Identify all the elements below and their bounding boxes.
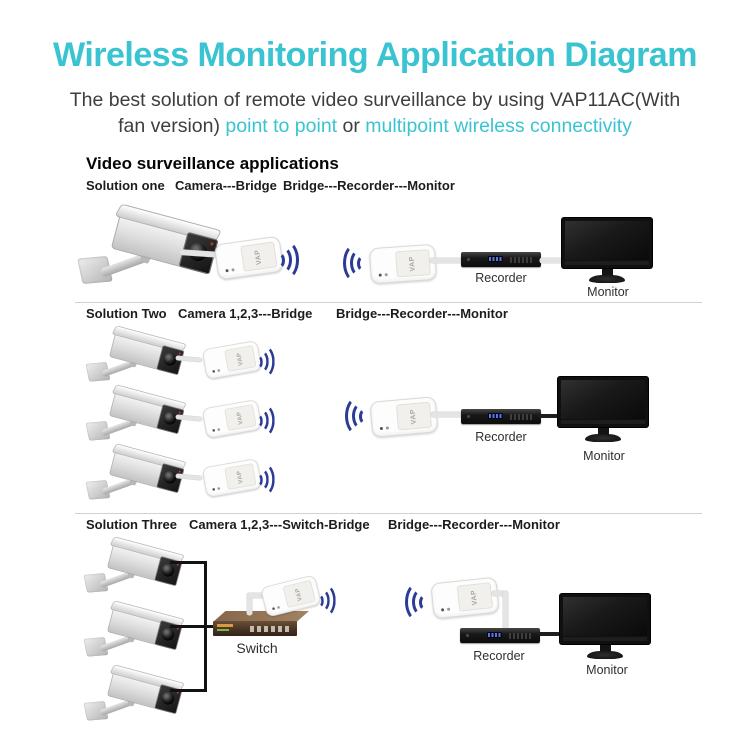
wifi-signal-icon bbox=[405, 580, 432, 622]
recorder-label: Recorder bbox=[473, 649, 525, 663]
wifi-signal-icon bbox=[252, 402, 275, 438]
switch-icon bbox=[213, 611, 309, 638]
cable bbox=[247, 593, 252, 615]
monitor-screen bbox=[562, 218, 652, 268]
vap-bridge-icon: VAP bbox=[368, 243, 438, 285]
subtitle-accent-multipoint: multipoint wireless connectivity bbox=[365, 115, 632, 137]
monitor-label: Monitor bbox=[587, 285, 629, 299]
wifi-signal-icon bbox=[252, 461, 275, 497]
vap-bridge-icon: VAP bbox=[369, 396, 439, 438]
solution-three-left-spec: Camera 1,2,3---Switch-Bridge bbox=[189, 517, 370, 532]
wifi-signal-icon bbox=[272, 238, 299, 280]
monitor-icon bbox=[560, 594, 650, 659]
recorder-label: Recorder bbox=[475, 271, 527, 285]
solution-one-name: Solution one bbox=[86, 178, 165, 193]
vap-label: VAP bbox=[294, 586, 304, 602]
camera-icon bbox=[83, 536, 189, 599]
vap-label: VAP bbox=[236, 351, 245, 366]
camera-icon bbox=[77, 203, 228, 293]
recorder-icon bbox=[461, 252, 541, 267]
cable bbox=[492, 591, 508, 596]
monitor-screen bbox=[558, 377, 648, 427]
vap-label: VAP bbox=[409, 408, 419, 425]
subtitle-line2-plain1: fan version) bbox=[118, 115, 226, 137]
network-line bbox=[170, 689, 207, 692]
wifi-signal-icon bbox=[345, 394, 372, 436]
cable bbox=[538, 414, 560, 418]
wifi-signal-icon bbox=[252, 343, 275, 379]
divider bbox=[75, 513, 702, 514]
vap-label: VAP bbox=[408, 255, 418, 272]
cable bbox=[503, 591, 508, 630]
wifi-signal-icon bbox=[343, 241, 370, 283]
network-trunk-line bbox=[204, 561, 207, 692]
solution-two-right-spec: Bridge---Recorder---Monitor bbox=[336, 306, 508, 321]
monitor-label: Monitor bbox=[583, 449, 625, 463]
subtitle-line1: The best solution of remote video survei… bbox=[69, 89, 681, 111]
subtitle-line2-plain2: or bbox=[337, 115, 366, 137]
switch-ports bbox=[250, 626, 292, 632]
cable bbox=[538, 632, 560, 636]
solution-two-name: Solution Two bbox=[86, 306, 167, 321]
divider bbox=[75, 302, 702, 303]
network-line bbox=[170, 561, 207, 564]
recorder-icon bbox=[461, 409, 541, 424]
monitor-icon bbox=[562, 218, 652, 283]
cable bbox=[540, 258, 565, 263]
cable bbox=[431, 412, 463, 417]
solution-three-right-spec: Bridge---Recorder---Monitor bbox=[388, 517, 560, 532]
monitor-icon bbox=[558, 377, 648, 442]
vap-label: VAP bbox=[470, 588, 480, 605]
subtitle: The best solution of remote video survei… bbox=[35, 87, 715, 139]
switch-label: Switch bbox=[236, 640, 278, 656]
recorder-icon bbox=[460, 628, 540, 643]
solution-one-right-spec: Bridge---Recorder---Monitor bbox=[283, 178, 455, 193]
recorder-label: Recorder bbox=[475, 430, 527, 444]
camera-icon bbox=[83, 600, 189, 663]
subtitle-accent-point-to-point: point to point bbox=[225, 115, 338, 137]
cable bbox=[247, 593, 265, 598]
page-title: Wireless Monitoring Application Diagram bbox=[53, 36, 697, 74]
wifi-signal-icon bbox=[313, 582, 336, 618]
vap-bridge-icon: VAP bbox=[430, 576, 500, 620]
network-line bbox=[170, 625, 218, 628]
monitor-screen bbox=[560, 594, 650, 644]
solution-two-left-spec: Camera 1,2,3---Bridge bbox=[178, 306, 313, 321]
camera-icon bbox=[83, 664, 189, 727]
solution-one-left-spec: Camera---Bridge bbox=[175, 178, 277, 193]
section-heading: Video surveillance applications bbox=[86, 154, 339, 173]
vap-label: VAP bbox=[254, 248, 264, 265]
monitor-label: Monitor bbox=[586, 663, 628, 677]
vap-label: VAP bbox=[236, 410, 245, 425]
cable bbox=[430, 258, 464, 263]
solution-three-name: Solution Three bbox=[86, 517, 177, 532]
vap-label: VAP bbox=[236, 469, 245, 484]
